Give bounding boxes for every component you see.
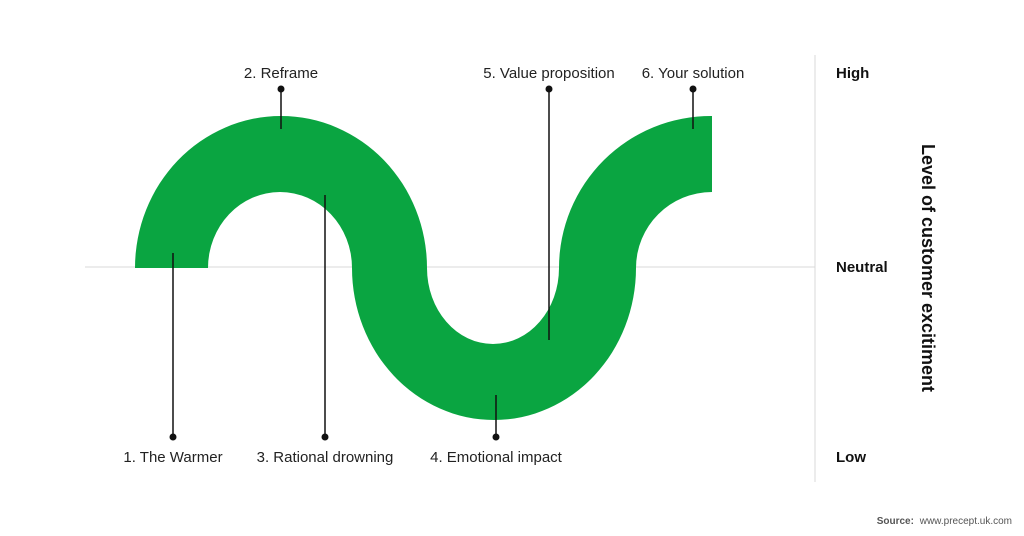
stage-6-label: 6. Your solution	[642, 65, 745, 82]
stage-2-label: 2. Reframe	[244, 65, 318, 82]
source-url: www.precept.uk.com	[919, 516, 1012, 527]
stage-1-label: 1. The Warmer	[123, 449, 222, 466]
level-low-label: Low	[836, 449, 866, 466]
stage-6-marker	[689, 85, 697, 129]
excitement-wave-band	[135, 115, 712, 420]
stage-2-marker	[277, 85, 285, 129]
stage-3-label: 3. Rational drowning	[257, 449, 394, 466]
source-credit: Source: www.precept.uk.com	[877, 516, 1012, 527]
level-high-label: High	[836, 65, 869, 82]
axis-title: Level of customer excitiment	[918, 144, 938, 392]
stage-5-marker	[545, 85, 553, 340]
source-label: Source:	[877, 516, 914, 527]
stage-4-label: 4. Emotional impact	[430, 449, 563, 466]
level-neutral-label: Neutral	[836, 259, 888, 276]
stage-4-marker	[492, 395, 500, 441]
stage-5-label: 5. Value proposition	[483, 65, 614, 82]
stage-1-marker	[169, 253, 177, 441]
stage-3-marker	[321, 195, 329, 441]
